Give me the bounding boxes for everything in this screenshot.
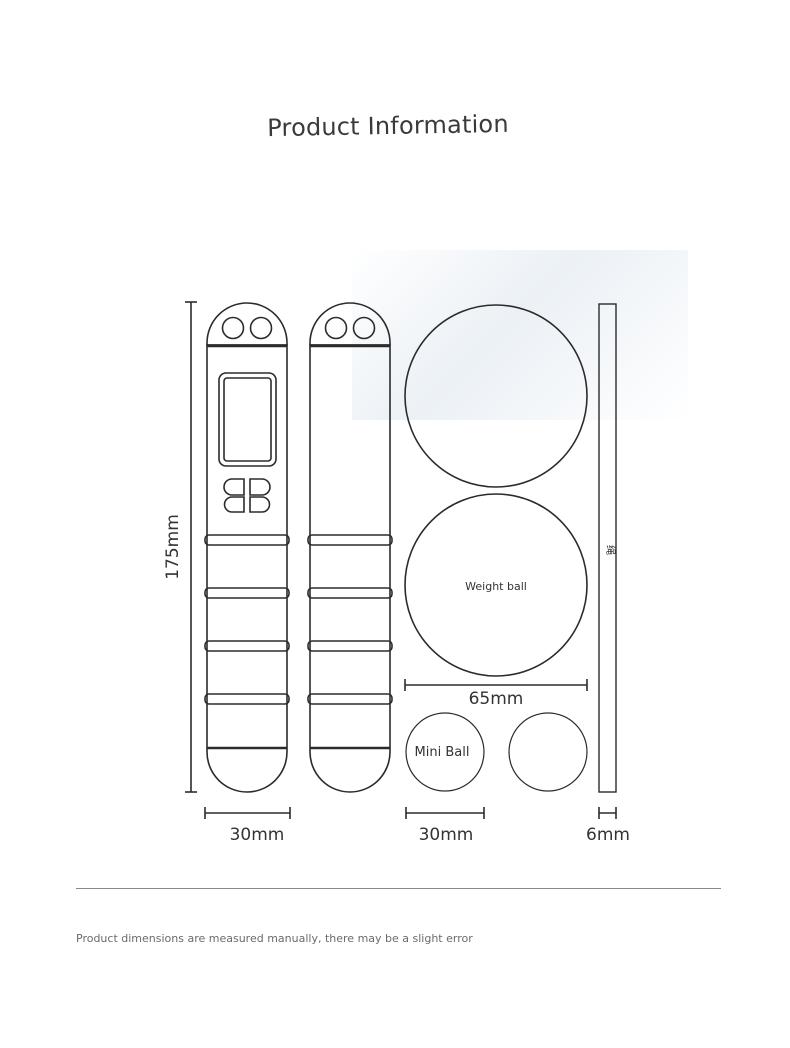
weight-ball-bottom xyxy=(404,493,588,677)
handle-width-label: 30mm xyxy=(230,825,285,845)
rope xyxy=(598,303,617,793)
mini-ball-right xyxy=(508,712,588,792)
weight-ball-top xyxy=(404,304,588,488)
height-dimension xyxy=(185,301,197,793)
mini-ball-left xyxy=(405,712,485,792)
weight-ball-dimension xyxy=(404,679,588,691)
rope-dimension xyxy=(598,807,617,819)
handle-with-display xyxy=(204,302,290,793)
disclaimer-note: Product dimensions are measured manually… xyxy=(76,932,473,945)
height-label: 175mm xyxy=(163,514,183,580)
mini-ball-label: Mini Ball xyxy=(415,745,470,760)
background-glow xyxy=(352,250,688,420)
rope-size-label: 6mm xyxy=(586,825,630,845)
rope-label: 绳 xyxy=(604,545,617,555)
weight-ball-label: Weight ball xyxy=(465,580,527,593)
divider xyxy=(76,888,721,889)
weight-ball-size-label: 65mm xyxy=(469,689,524,709)
handle-plain xyxy=(307,302,393,793)
handle-width-dimension xyxy=(204,807,291,819)
mini-ball-size-label: 30mm xyxy=(419,825,474,845)
mini-ball-dimension xyxy=(405,807,485,819)
